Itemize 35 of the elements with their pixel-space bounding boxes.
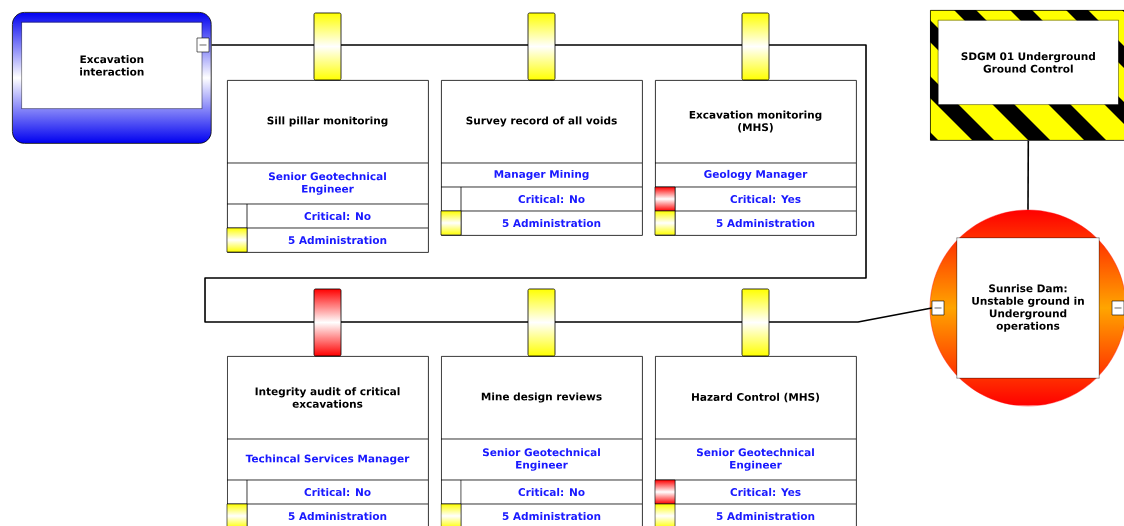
owner-label: Senior Geotechnical Engineer: [268, 172, 386, 195]
category-label: 5 Administration: [288, 235, 387, 245]
barrier-title: Sill pillar monitoring: [267, 116, 388, 127]
owner-label: Manager Mining: [494, 169, 589, 181]
barrier-box: [654, 80, 857, 236]
owner-label: Techincal Services Manager: [245, 454, 410, 465]
hazard-box: SDGM 01 Underground Ground Control: [930, 10, 1124, 141]
criticality-label: Critical: Yes: [730, 487, 801, 497]
barrier-box: [440, 80, 643, 236]
owner-label: Senior Geotechnical Engineer: [482, 448, 600, 471]
criticality-label: Critical: No: [518, 487, 585, 497]
category-label: 5 Administration: [502, 218, 601, 228]
threat-box: Excavation interaction: [12, 12, 212, 144]
barrier-box: [440, 356, 643, 526]
collapse-icon: [196, 37, 210, 53]
category-label: 5 Administration: [288, 511, 387, 521]
criticality-label: Critical: Yes: [730, 194, 801, 204]
criticality-label: Critical: No: [518, 194, 585, 204]
criticality-label: Critical: No: [304, 487, 371, 497]
category-label: 5 Administration: [716, 511, 815, 521]
criticality-label: Critical: No: [304, 211, 371, 221]
barrier-box: [226, 356, 429, 526]
barrier-title: Mine design reviews: [481, 392, 602, 403]
owner-label: Senior Geotechnical Engineer: [696, 448, 814, 471]
owner-label: Geology Manager: [704, 169, 808, 181]
barrier-box: [654, 356, 857, 526]
barrier-title: Integrity audit of critical excavations: [255, 387, 400, 408]
barrier-title: Survey record of all voids: [466, 116, 617, 127]
category-label: 5 Administration: [502, 511, 601, 521]
category-label: 5 Administration: [716, 218, 815, 228]
barrier-title: Hazard Control (MHS): [692, 392, 820, 403]
barrier-box: [226, 80, 429, 253]
connector-line: [1027, 140, 1030, 211]
connector-line: [204, 44, 933, 323]
barrier-title: Excavation monitoring (MHS): [689, 110, 822, 133]
